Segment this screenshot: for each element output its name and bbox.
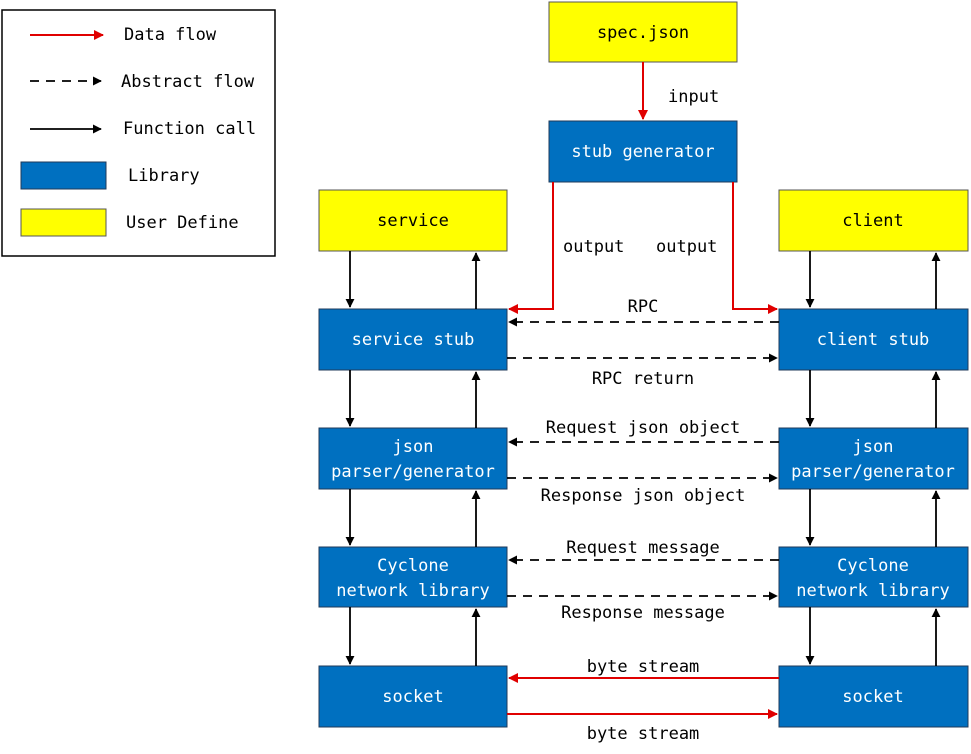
- legend-user-define-label: User Define: [126, 213, 239, 233]
- node-stub-generator: stub generator: [548, 120, 738, 183]
- node-client-stub: client stub: [778, 308, 969, 371]
- cyclone-right-line1: Cyclone: [837, 556, 909, 576]
- node-service-stub: service stub: [318, 308, 508, 371]
- service-stub-label: service stub: [352, 330, 475, 350]
- flow-rpc-return-label: RPC return: [592, 369, 694, 389]
- client-box: [778, 189, 969, 252]
- cyclone-left-line1: Cyclone: [377, 556, 449, 576]
- edge-input-label: input: [668, 87, 719, 107]
- client-stub-box: [778, 308, 969, 371]
- flow-byte-stream-top-label: byte stream: [587, 657, 700, 677]
- service-label: service: [377, 211, 449, 231]
- json-right-box: [778, 427, 969, 490]
- service-stub-box: [318, 308, 508, 371]
- service-box: [318, 189, 508, 252]
- socket-left-label: socket: [382, 687, 443, 707]
- json-right-line1: json: [853, 437, 894, 457]
- legend-function-call-label: Function call: [123, 119, 256, 139]
- edge-output-left: [508, 182, 554, 314]
- json-right-line2: parser/generator: [791, 462, 955, 482]
- flow-response-json-label: Response json object: [541, 486, 746, 506]
- client-label: client: [842, 211, 903, 231]
- client-stub-label: client stub: [817, 330, 930, 350]
- right-function-calls: [805, 251, 941, 666]
- socket-right-label: socket: [842, 687, 903, 707]
- legend-user-define-swatch: [20, 208, 107, 237]
- node-spec: spec.json: [548, 1, 738, 63]
- json-left-line1: json: [393, 437, 434, 457]
- legend-data-flow-label: Data flow: [124, 25, 217, 45]
- spec-label: spec.json: [597, 23, 689, 43]
- edge-output-right: [732, 182, 778, 314]
- node-socket-right: socket: [778, 665, 969, 728]
- legend: Data flow Abstract flow Function call Li…: [1, 9, 276, 257]
- json-left-box: [318, 427, 508, 490]
- edge-output-left-label: output: [563, 237, 624, 257]
- node-json-left: json parser/generator: [318, 427, 508, 490]
- cyclone-left-box: [318, 546, 508, 608]
- stub-generator-box: [548, 120, 738, 183]
- node-cyclone-left: Cyclone network library: [318, 546, 508, 608]
- socket-left-box: [318, 665, 508, 728]
- node-json-right: json parser/generator: [778, 427, 969, 490]
- edge-output-right-label: output: [656, 237, 717, 257]
- flow-rpc-label: RPC: [628, 297, 659, 317]
- legend-library-label: Library: [128, 166, 200, 186]
- node-client: client: [778, 189, 969, 252]
- cyclone-right-box: [778, 546, 969, 608]
- json-left-line2: parser/generator: [331, 462, 495, 482]
- node-cyclone-right: Cyclone network library: [778, 546, 969, 608]
- cyclone-left-line2: network library: [336, 581, 490, 601]
- socket-right-box: [778, 665, 969, 728]
- flow-response-message-label: Response message: [561, 603, 725, 623]
- flow-request-message-label: Request message: [566, 538, 720, 558]
- node-socket-left: socket: [318, 665, 508, 728]
- left-function-calls: [345, 251, 481, 666]
- legend-library-swatch: [20, 161, 107, 190]
- spec-box: [548, 1, 738, 63]
- flow-request-json-label: Request json object: [546, 418, 740, 438]
- node-service: service: [318, 189, 508, 252]
- cyclone-right-line2: network library: [796, 581, 950, 601]
- legend-abstract-flow-label: Abstract flow: [121, 72, 255, 92]
- flow-byte-stream-bottom-label: byte stream: [587, 724, 700, 744]
- stub-generator-label: stub generator: [571, 142, 714, 162]
